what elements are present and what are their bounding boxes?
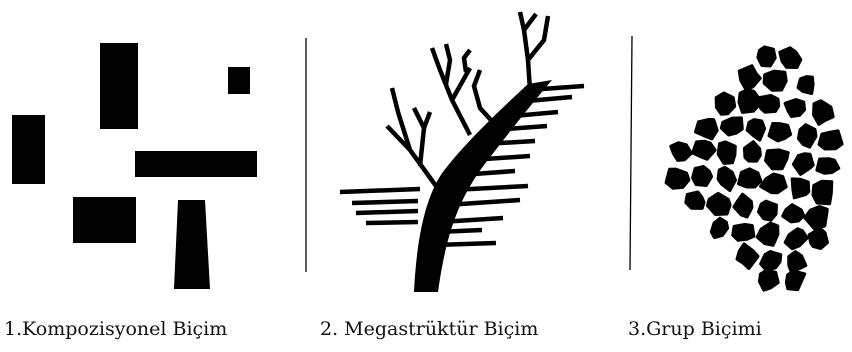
group-form-panel [664,45,844,292]
horizontal-slabs [339,83,585,248]
megastructure-form-panel [339,11,585,292]
group-blob [742,140,762,163]
group-blob [787,250,808,273]
caption-compositional-form: 1.Kompozisyonel Biçim [4,318,228,340]
group-blob [796,123,818,149]
group-blob [737,167,763,189]
group-blob [783,227,809,251]
compositional-form-panel [12,43,257,289]
group-blob [691,165,714,187]
group-blob [756,45,777,68]
group-blob [815,157,841,175]
group-blob [764,148,790,171]
group-blob [664,167,691,190]
group-blob [811,179,834,206]
group-blob [737,87,764,114]
group-blob [757,268,780,292]
group-blob [778,46,803,69]
group-blob [737,64,762,91]
group-blob [781,203,806,224]
group-blob [757,199,778,222]
group-blob [716,165,737,192]
group-blob [767,122,793,143]
group-blob [684,190,706,210]
group-blob [783,98,807,118]
caption-group-form: 3.Grup Biçimi [628,318,762,340]
group-blob [784,269,807,292]
group-blob [762,69,788,92]
group-blob [745,118,767,142]
block-long-horizontal [135,151,257,177]
group-blob [716,140,737,165]
vertical-branches [385,11,551,188]
group-blob [759,172,788,195]
group-blob [803,205,829,231]
group-blob [812,99,835,126]
block-lower-wide [73,197,136,243]
group-blob [796,75,815,95]
group-blob [669,141,693,162]
block-left-tall [12,115,45,184]
group-blob [758,94,781,114]
group-blob [709,216,730,239]
group-blob [759,250,783,272]
group-blob [719,116,744,137]
group-blob [694,117,719,141]
group-blob [755,221,780,247]
group-blob [714,91,737,116]
group-blob [817,129,844,151]
group-blob [731,223,756,242]
group-blob [691,139,717,161]
group-blob [735,242,760,270]
block-tapered-tower [174,200,210,289]
group-blob [790,177,811,200]
megastructure-trunk [414,80,552,292]
block-tall-top [100,43,138,129]
group-blob [705,191,732,216]
divider-right [629,35,633,271]
group-blob [732,192,754,219]
block-small-square [228,67,250,94]
group-blob [807,226,829,250]
caption-megastructure-form: 2. Megastrüktür Biçim [320,318,539,340]
group-blob [791,152,815,176]
